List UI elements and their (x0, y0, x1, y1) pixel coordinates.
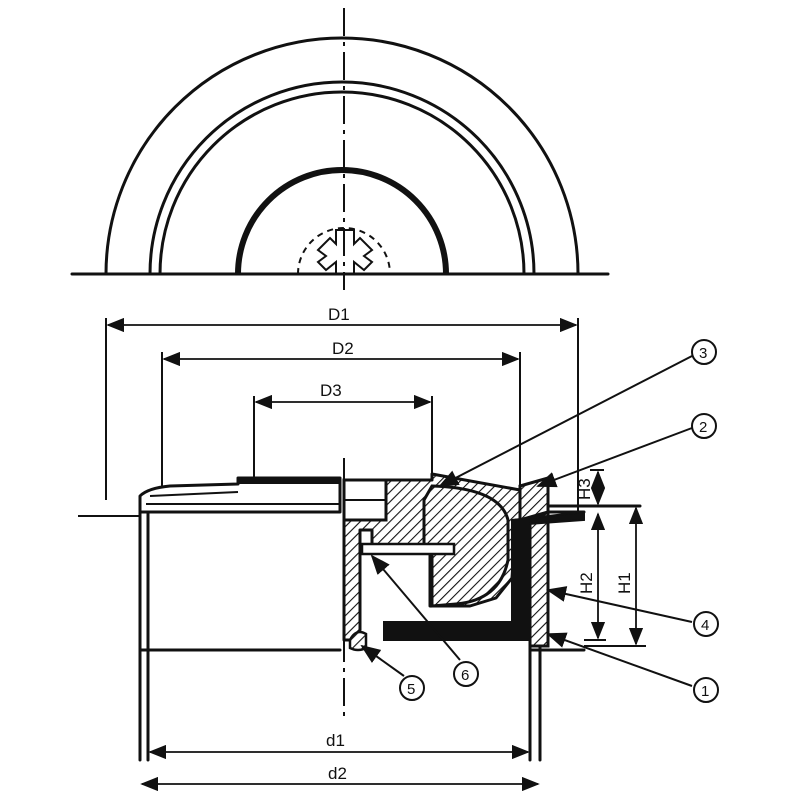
dim-d1-label: D1 (328, 305, 350, 324)
callout-4-label: 4 (701, 617, 709, 634)
top-view-second-arc (148, 80, 536, 276)
top-view (70, 8, 610, 290)
top-view-outer-arc (104, 36, 580, 276)
dimensions: D1 D2 D3 H3 H2 H1 d1 d2 (105, 305, 646, 792)
top-view-third-arc (158, 90, 526, 276)
section-view (78, 458, 642, 762)
callout-2-circle (691, 413, 717, 439)
top-view-cross-key (316, 229, 374, 275)
callout-6-label: 6 (461, 667, 469, 684)
dim-small-d2-label: d2 (328, 764, 347, 783)
outer-shell (528, 509, 550, 648)
dim-d2-label: D2 (332, 339, 354, 358)
dim-h1-label: H1 (615, 572, 634, 594)
callout-4-circle (693, 611, 719, 637)
callout-1-label: 1 (701, 683, 709, 700)
callouts: 3 2 4 1 6 5 (360, 339, 719, 703)
callout-3-label: 3 (699, 345, 707, 362)
top-view-hub-dashed (297, 227, 391, 275)
dim-d3-label: D3 (320, 381, 342, 400)
dim-h3-label: H3 (575, 478, 594, 500)
inner-seal (422, 484, 510, 608)
d3-gasket-strip (238, 478, 340, 484)
callout-3-circle (691, 339, 717, 365)
callout-1-circle (693, 677, 719, 703)
callout-6-circle (453, 661, 479, 687)
callout-5-circle (399, 675, 425, 701)
callout-2-label: 2 (699, 419, 707, 436)
dim-small-d1-label: d1 (326, 731, 345, 750)
right-flange (546, 504, 642, 514)
top-view-inner-arc (235, 167, 449, 275)
right-body-wall (528, 644, 542, 762)
callout-5-label: 5 (407, 681, 415, 698)
inner-black-strip (516, 520, 528, 622)
dim-h2-label: H2 (577, 572, 596, 594)
left-body-wall (138, 510, 150, 762)
pin-part-6 (360, 542, 456, 556)
